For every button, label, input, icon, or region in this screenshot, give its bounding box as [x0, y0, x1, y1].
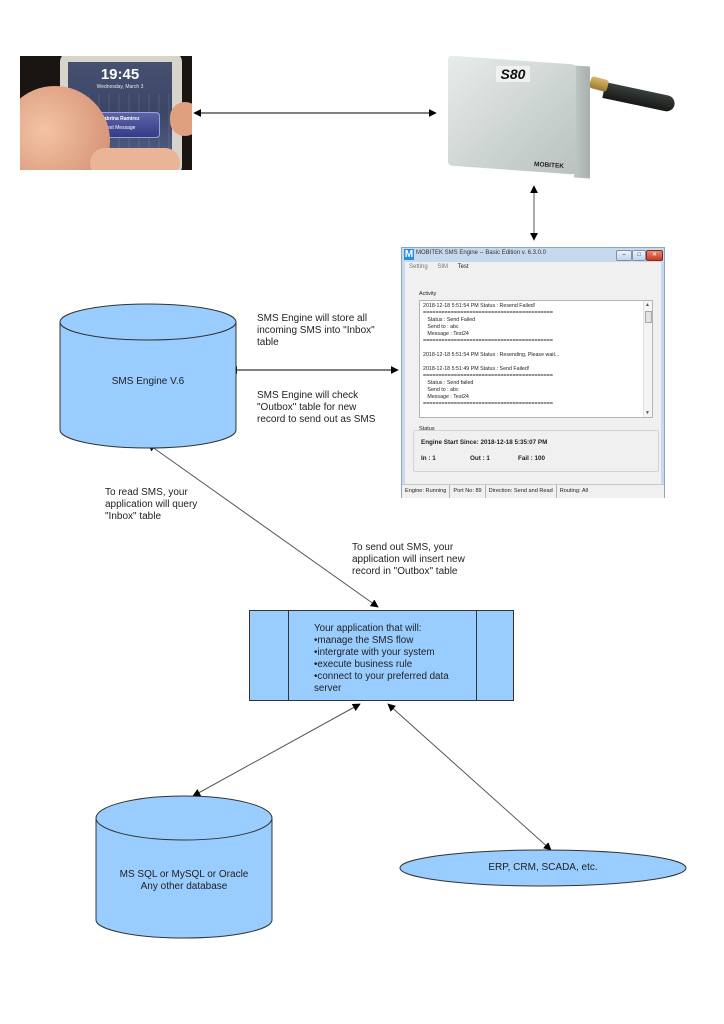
modem-model-label: S80 — [496, 66, 530, 82]
application-box-text: Your application that will: •manage the … — [314, 623, 466, 695]
menu-sim[interactable]: SIM — [437, 264, 449, 270]
activity-log-line: 2018-12-18 5:51:49 PM Status : Send Fail… — [423, 366, 530, 372]
scroll-down-icon[interactable]: ▼ — [645, 410, 650, 416]
menu-bar: Setting SIM Test — [409, 264, 477, 270]
activity-log-line: 2018-12-18 5:51:54 PM Status : Resend Fa… — [423, 303, 536, 309]
fail-counter: Fail : 100 — [518, 455, 545, 462]
activity-log-line: Send to : abc — [423, 387, 459, 393]
phone-photo: 19:45 Wednesday, March 3 Sabrina Ramirez… — [20, 56, 192, 170]
status-routing: Routing: All — [559, 488, 589, 494]
app-box-bullet: •execute business rule — [314, 659, 413, 670]
activity-label: Activity — [419, 291, 437, 297]
activity-log-line: Message : Test24 — [423, 394, 469, 400]
activity-log-line — [423, 359, 639, 366]
activity-log-line: Send to : abc — [423, 324, 459, 330]
activity-scrollbar[interactable]: ▲ ▼ — [643, 301, 652, 417]
activity-log-text: 2018-12-18 5:51:54 PM Status : Resend Fa… — [423, 303, 639, 408]
activity-log-line: ========================================… — [423, 338, 553, 344]
minimize-button[interactable]: – — [616, 250, 632, 261]
activity-log-line: Message : Test24 — [423, 331, 469, 337]
note-read: To read SMS, your application will query… — [105, 487, 198, 522]
notification-type: Text Message — [104, 125, 136, 131]
database-label: MS SQL or MySQL or Oracle Any other data… — [96, 869, 272, 893]
erp-label: ERP, CRM, SCADA, etc. — [488, 862, 598, 873]
menu-setting[interactable]: Setting — [409, 264, 428, 270]
status-group: Engine Start Since: 2018-12-18 5:35:07 P… — [413, 430, 659, 472]
note-outbox: SMS Engine will check "Outbox" table for… — [257, 390, 376, 425]
sms-engine-window: M MOBITEK SMS Engine -- Basic Edition v.… — [401, 247, 665, 498]
phone-time: 19:45 — [100, 66, 140, 83]
gsm-modem-photo: S80 MOBITEK — [440, 52, 680, 192]
note-inbox: SMS Engine will store all incoming SMS i… — [257, 313, 375, 348]
scroll-thumb[interactable] — [645, 311, 652, 323]
app-box-bullet: •manage the SMS flow — [314, 635, 414, 646]
activity-log-line: 2018-12-18 5:51:54 PM Status : Resending… — [423, 352, 560, 358]
connector-app-erp — [387, 703, 552, 851]
database-label-line2: Any other database — [140, 881, 228, 892]
app-box-bullet: •connect to your preferred data server — [314, 671, 449, 694]
note-send: To send out SMS, your application will i… — [352, 542, 465, 577]
activity-log-line: Status : Send Failed — [423, 317, 476, 323]
maximize-button[interactable]: □ — [632, 250, 646, 261]
status-port: Port No: 89 — [450, 485, 486, 498]
activity-log-line: Status : Send failed — [423, 380, 474, 386]
activity-log-line — [423, 345, 639, 352]
antenna — [602, 82, 677, 113]
activity-log-line: ========================================… — [423, 373, 553, 379]
database-label-line1: MS SQL or MySQL or Oracle — [119, 869, 249, 880]
connector-engine-app — [147, 443, 379, 608]
sms-engine-label: SMS Engine V.6 — [111, 376, 185, 387]
app-logo-icon: M — [404, 249, 414, 260]
window-title: MOBITEK SMS Engine -- Basic Edition v. 6… — [416, 250, 546, 256]
activity-log-line: ========================================… — [423, 401, 553, 407]
app-box-bullet: •intergrate with your system — [314, 647, 435, 658]
status-direction: Direction: Send and Read — [486, 485, 557, 498]
close-button[interactable]: ✕ — [646, 250, 663, 261]
in-counter: In : 1 — [421, 455, 436, 462]
app-box-heading: Your application that will: — [314, 623, 422, 634]
notification-sender: Sabrina Ramirez — [100, 116, 140, 122]
application-box: Your application that will: •manage the … — [249, 610, 514, 701]
status-label: Status — [419, 426, 435, 432]
menu-test[interactable]: Test — [457, 264, 469, 270]
activity-log-line: ========================================… — [423, 310, 553, 316]
window-client-area: Setting SIM Test Activity 2018-12-18 5:5… — [405, 262, 661, 497]
out-counter: Out : 1 — [470, 455, 490, 462]
antenna-connector — [588, 75, 610, 93]
database-cylinder — [95, 795, 273, 939]
scroll-up-icon[interactable]: ▲ — [645, 302, 650, 308]
activity-log-box[interactable]: 2018-12-18 5:51:54 PM Status : Resend Fa… — [419, 300, 653, 418]
phone-date: Wednesday, March 3 — [96, 84, 144, 90]
engine-start-time: Engine Start Since: 2018-12-18 5:35:07 P… — [421, 439, 548, 446]
connector-app-database — [192, 703, 361, 797]
window-titlebar[interactable]: M MOBITEK SMS Engine -- Basic Edition v.… — [402, 248, 664, 262]
status-engine: Engine: Running — [402, 485, 451, 498]
